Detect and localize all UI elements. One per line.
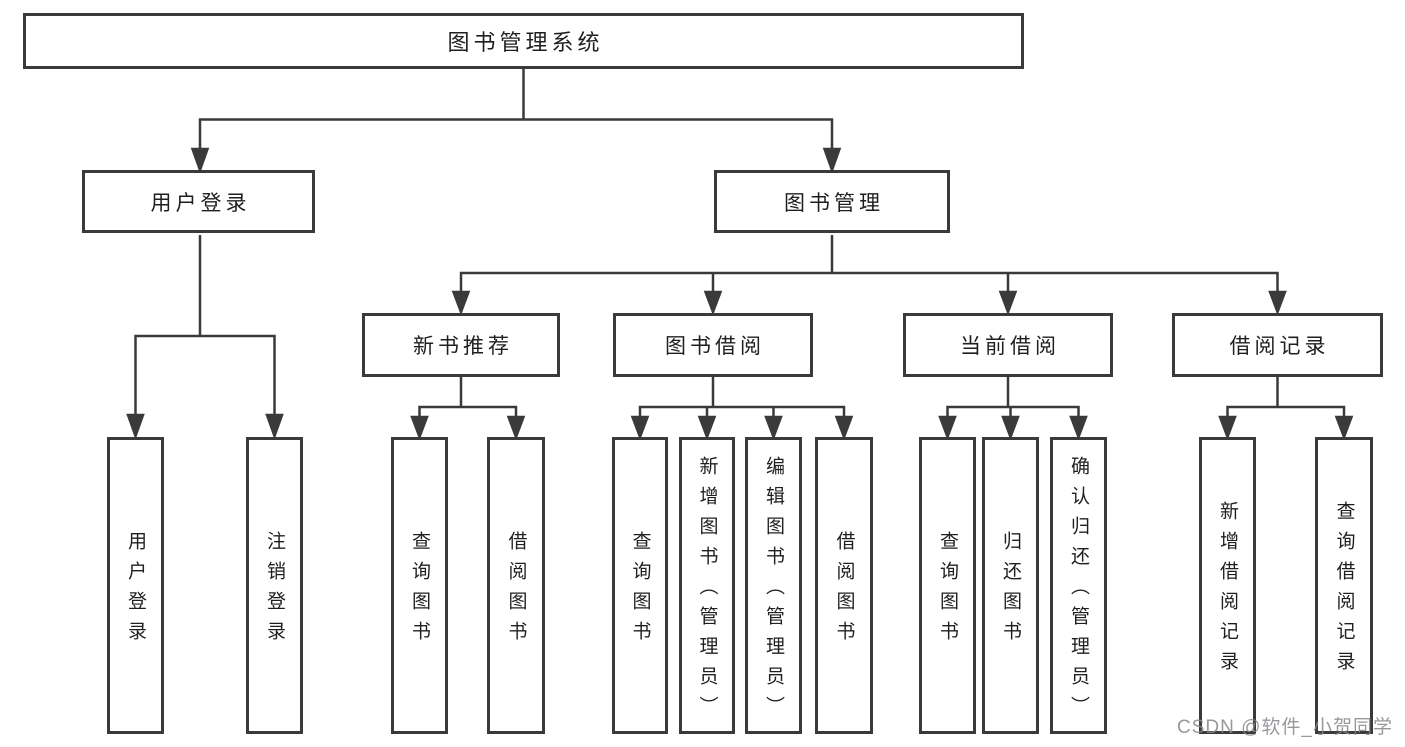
node-label: 新增图书（管理员） (696, 455, 718, 726)
node-label: 借阅图书 (505, 530, 527, 651)
node-borrowing-records: 借阅记录 (1172, 313, 1383, 377)
connector-book-borrowing-to-leaves (630, 377, 854, 441)
node-label: 归还图书 (1000, 530, 1021, 651)
leaf-query-books-borrowing: 查询图书 (612, 437, 668, 734)
node-user-login: 用户登录 (82, 170, 315, 233)
node-label: 用户登录 (125, 530, 146, 651)
node-label: 图书借阅 (665, 335, 765, 358)
leaf-borrow-books-recommendation: 借阅图书 (487, 437, 545, 734)
connector-book-management-to-level3 (451, 235, 1287, 316)
leaf-return-books: 归还图书 (982, 437, 1039, 734)
leaf-borrow-books: 借阅图书 (815, 437, 873, 734)
node-label: 查询借阅记录 (1333, 500, 1355, 681)
node-label: 编辑图书（管理员） (763, 455, 784, 726)
node-book-management: 图书管理 (714, 170, 950, 233)
node-label: 确认归还（管理员） (1068, 455, 1089, 726)
leaf-user-login: 用户登录 (107, 437, 164, 734)
leaf-query-books-recommendation: 查询图书 (391, 437, 448, 734)
leaf-confirm-return-admin: 确认归还（管理员） (1050, 437, 1107, 734)
leaf-logout: 注销登录 (246, 437, 303, 734)
node-current-borrowing: 当前借阅 (903, 313, 1113, 377)
connector-borrowing-records-to-leaves (1218, 377, 1354, 441)
node-label: 新书推荐 (413, 335, 513, 358)
leaf-add-borrow-record: 新增借阅记录 (1199, 437, 1256, 734)
node-label: 图书管理系统 (447, 30, 604, 55)
node-label: 注销登录 (264, 530, 285, 651)
node-label: 借阅记录 (1229, 335, 1330, 358)
connector-new-book-recommendation-to-leaves (410, 377, 526, 441)
connector-user-login-to-leaves (126, 235, 284, 440)
node-label: 借阅图书 (833, 530, 855, 651)
connector-current-borrowing-to-leaves (938, 377, 1088, 441)
node-label: 查询图书 (409, 530, 430, 651)
csdn-watermark: CSDN @软件_小贺同学 (1177, 717, 1393, 738)
node-label: 查询图书 (937, 530, 958, 651)
leaf-query-borrow-record: 查询借阅记录 (1315, 437, 1373, 734)
node-library-management-system: 图书管理系统 (23, 13, 1024, 69)
node-label: 当前借阅 (960, 335, 1060, 358)
node-label: 图书管理 (784, 191, 884, 215)
leaf-add-books-admin: 新增图书（管理员） (679, 437, 735, 734)
node-label: 新增借阅记录 (1217, 500, 1238, 681)
node-book-borrowing: 图书借阅 (613, 313, 813, 377)
node-label: 查询图书 (629, 530, 651, 651)
node-label: 用户登录 (150, 191, 251, 215)
node-new-book-recommendation: 新书推荐 (362, 313, 560, 377)
leaf-query-books-current: 查询图书 (919, 437, 976, 734)
connector-root-to-level2 (190, 69, 842, 174)
leaf-edit-books-admin: 编辑图书（管理员） (745, 437, 802, 734)
